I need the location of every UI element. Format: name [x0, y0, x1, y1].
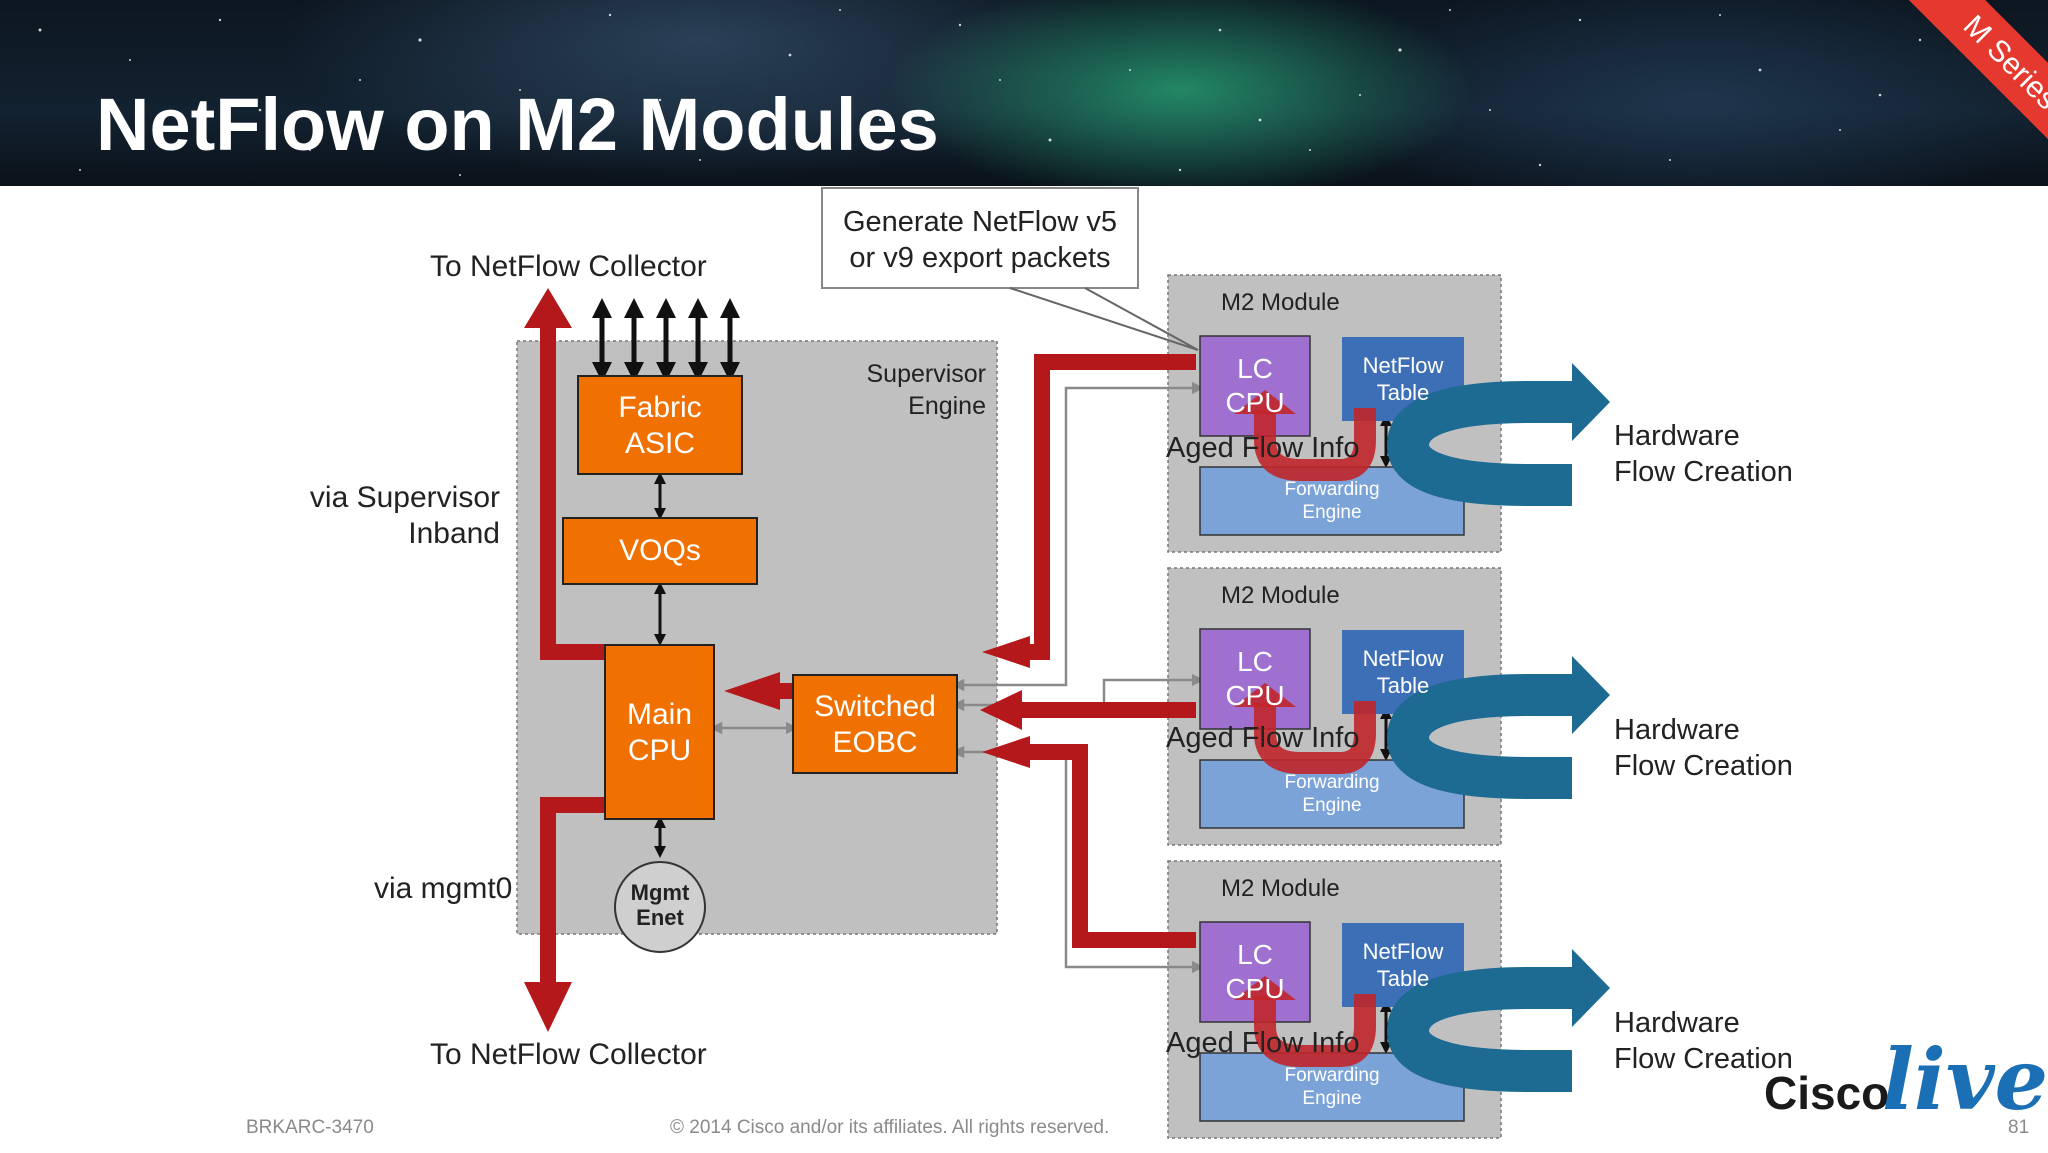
supervisor-engine-label: Supervisor Engine — [866, 360, 987, 420]
switched-eobc-label: Switched EOBC — [814, 690, 936, 759]
aged-flow-label-1: Aged Flow Info — [1166, 432, 1360, 464]
fabric-asic-box — [577, 375, 743, 475]
logo-live-word: live! — [1882, 1030, 2048, 1129]
starfield-background — [38, 9, 1922, 176]
aged-flow-heads — [1234, 390, 1296, 1000]
fabric-arrows — [592, 298, 740, 382]
voqs-box — [562, 517, 758, 585]
aged-flow-u-arrows — [1254, 408, 1376, 1067]
netflow-table-label-1: NetFlow Table — [1362, 353, 1444, 405]
hw-flow-creation-label-3: Hardware Flow Creation — [1614, 1007, 1793, 1075]
logo-cisco-word: Cisco — [1764, 1067, 1890, 1119]
aged-flow-label-3: Aged Flow Info — [1166, 1027, 1360, 1059]
footer-page-number: 81 — [2008, 1117, 2030, 1138]
hw-flow-creation-label-2: Hardware Flow Creation — [1614, 714, 1793, 782]
main-cpu-label: Main CPU — [626, 698, 693, 767]
lc-cpu-label-1: LC CPU — [1225, 353, 1285, 418]
hw-flow-creation-label-1: Hardware Flow Creation — [1614, 420, 1793, 488]
aged-flow-label-2: Aged Flow Info — [1166, 722, 1360, 754]
flow-creation-arrows — [1386, 363, 1610, 1092]
internal-arrows — [654, 414, 1392, 1054]
callout-box — [821, 187, 1139, 289]
module-title-3: M2 Module — [1221, 875, 1340, 902]
label-via-mgmt0: via mgmt0 — [374, 872, 513, 905]
netflow-table-label-3: NetFlow Table — [1362, 939, 1444, 991]
mgmt-enet-circle — [614, 861, 706, 953]
fabric-asic-label: Fabric ASIC — [618, 391, 702, 460]
mgmt-enet-label: Mgmt Enet — [630, 880, 690, 930]
footer-session-code: BRKARC-3470 — [246, 1117, 374, 1138]
callout-leader-1 — [1009, 287, 1199, 351]
voqs-label: VOQs — [619, 534, 701, 567]
label-via-inband: via Supervisor Inband — [309, 481, 500, 550]
forwarding-engine-label-3: Forwarding Engine — [1284, 1065, 1380, 1109]
cisco-live-logo: Cisco live! — [1764, 1030, 2048, 1129]
module-title-2: M2 Module — [1221, 582, 1340, 609]
main-cpu-box — [604, 644, 715, 820]
label-collector-top: To NetFlow Collector — [430, 250, 707, 283]
supervisor-boxes — [562, 375, 958, 820]
module-internals-2 — [1199, 628, 1465, 829]
lc-cpu-label-2: LC CPU — [1225, 646, 1285, 711]
lc-cpu-label-3: LC CPU — [1225, 939, 1285, 1004]
forwarding-engine-label-2: Forwarding Engine — [1284, 772, 1380, 816]
callout-text: Generate NetFlow v5 or v9 export packets — [842, 206, 1117, 274]
switched-eobc-box — [792, 674, 958, 774]
red-arrowheads — [524, 288, 1030, 1032]
netflow-table-label-2: NetFlow Table — [1362, 646, 1444, 698]
forwarding-engine-label-1: Forwarding Engine — [1284, 479, 1380, 523]
footer-copyright: © 2014 Cisco and/or its affiliates. All … — [670, 1117, 1110, 1138]
title-banner: NetFlow on M2 Modules M Series — [0, 0, 2048, 186]
slide-title: NetFlow on M2 Modules — [96, 83, 939, 166]
callout-leader-2 — [1084, 287, 1199, 351]
module-title-1: M2 Module — [1221, 289, 1340, 316]
label-collector-bottom: To NetFlow Collector — [430, 1038, 707, 1071]
